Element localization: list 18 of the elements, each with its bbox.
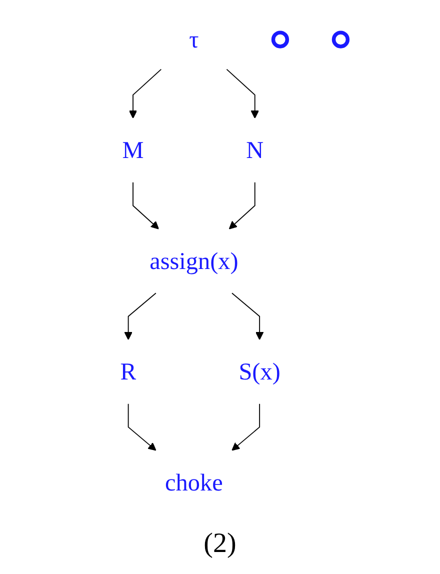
node-text: S(x) [238,358,280,386]
node-text: choke [165,468,223,496]
node-text: τ [189,26,199,54]
node-text: M [122,136,144,164]
arrow [232,403,260,451]
arrow [132,182,159,230]
arrow [124,292,156,340]
node-text: N [246,136,264,164]
node-circle [271,30,290,48]
arrow [128,68,162,119]
node-text: assign(x) [150,248,238,274]
node-circle [332,30,350,48]
arrow [226,68,259,119]
caption: (2) [204,527,236,561]
arrow [128,403,156,451]
node-text: R [120,358,136,386]
arrow [228,182,256,230]
arrow [232,292,264,340]
